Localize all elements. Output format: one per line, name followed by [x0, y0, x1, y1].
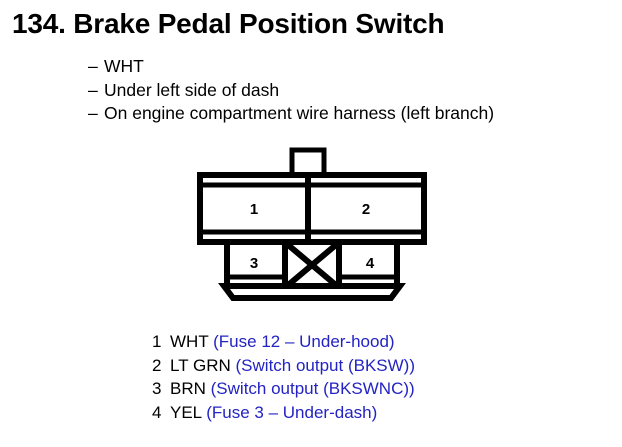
note-item: –WHT — [88, 55, 494, 79]
connector-base-trapezoid — [218, 283, 406, 301]
legend-pin-number: 4 — [152, 402, 162, 422]
legend-wire-color: WHT — [170, 332, 209, 351]
pin-legend: 1 WHT (Fuse 12 – Under-hood) 2 LT GRN (Swi… — [152, 330, 415, 424]
note-item: –On engine compartment wire harness (lef… — [88, 102, 494, 126]
page-title: 134. Brake Pedal Position Switch — [12, 8, 445, 39]
note-label: WHT — [104, 56, 144, 76]
note-dash: – — [88, 79, 98, 100]
legend-pin-number: 2 — [152, 355, 162, 375]
pin-number-1: 1 — [250, 201, 258, 218]
pin-number-3: 3 — [250, 255, 258, 272]
note-dash: – — [88, 103, 98, 123]
legend-wire-color: LT GRN — [170, 355, 231, 375]
legend-pin-number: 1 — [152, 332, 162, 351]
note-label: Under left side of dash — [104, 79, 280, 100]
legend-wire-color: YEL — [170, 402, 202, 422]
legend-description: (Switch output (BKSW)) — [235, 355, 416, 375]
note-dash: – — [88, 56, 98, 76]
notes-list: –WHT –Under left side of dash –On engine… — [88, 55, 494, 126]
connector-diagram: 1 2 3 4 — [188, 146, 432, 306]
legend-row: 1 WHT (Fuse 12 – Under-hood) — [152, 330, 415, 354]
blocked-cavity-x-icon — [285, 241, 339, 289]
legend-row: 3 BRN (Switch output (BKSWNC)) — [152, 377, 415, 401]
legend-description: (Fuse 3 – Under-dash) — [206, 402, 378, 422]
legend-row: 2 LT GRN (Switch output (BKSW)) — [152, 354, 415, 378]
legend-description: (Switch output (BKSWNC)) — [210, 379, 415, 398]
legend-description: (Fuse 12 – Under-hood) — [213, 332, 395, 351]
legend-row: 4 YEL (Fuse 3 – Under-dash) — [152, 401, 415, 425]
legend-pin-number: 3 — [152, 379, 162, 398]
pin-number-4: 4 — [366, 255, 375, 272]
note-label: On engine compartment wire harness (left… — [104, 103, 495, 123]
legend-wire-color: BRN — [170, 379, 206, 398]
connector-lower-body — [218, 241, 406, 301]
pin-number-2: 2 — [362, 201, 370, 218]
note-item: –Under left side of dash — [88, 79, 494, 103]
locking-tab-icon — [289, 147, 327, 176]
connector-svg: 1 2 3 4 — [197, 147, 427, 301]
